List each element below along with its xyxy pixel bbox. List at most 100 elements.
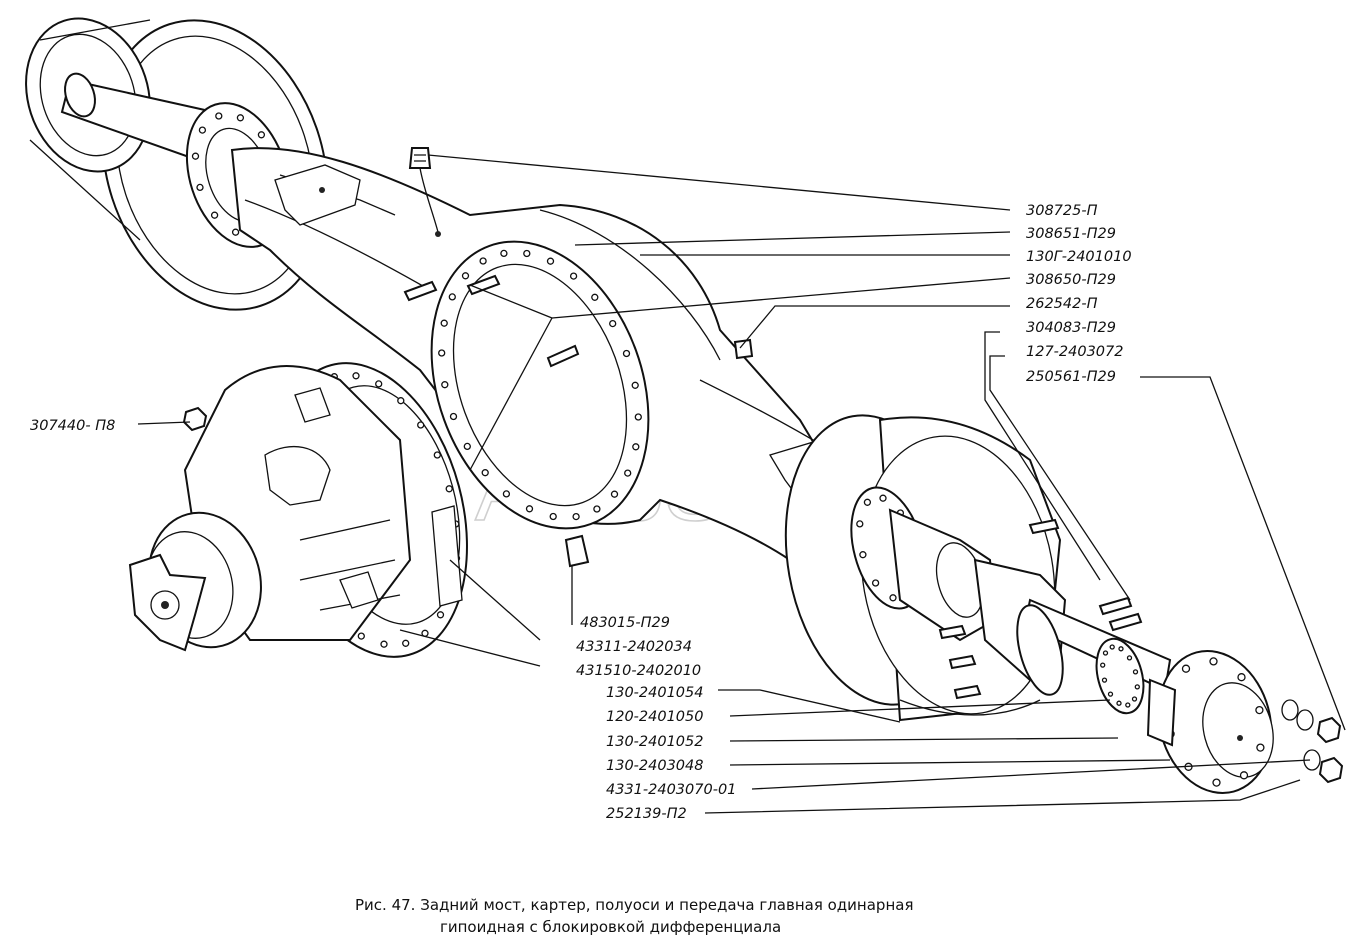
bolt-hole: [196, 183, 204, 192]
bolt-hole: [1181, 664, 1191, 673]
bolt-hole: [257, 131, 266, 139]
bolt-hole: [502, 490, 511, 498]
fill-plug: [564, 534, 590, 568]
bolt-hole: [1239, 771, 1249, 780]
label-4331-2403070-01: 4331-2403070-01: [606, 782, 736, 798]
breather-plug: [408, 147, 441, 237]
bolt-hole: [572, 512, 580, 521]
bolt-hole: [1237, 673, 1246, 682]
bolt-hole: [380, 640, 388, 648]
housing-studs: [403, 274, 580, 368]
bolt-hole: [523, 249, 531, 258]
washers-nuts: [1281, 699, 1344, 784]
bolt-hole: [1212, 778, 1221, 787]
bolt-hole: [1118, 646, 1124, 652]
leader-lines: [137, 154, 1346, 814]
label-308725: 308725-П: [1026, 203, 1098, 219]
bolt-hole: [500, 249, 508, 258]
bolt-hole: [593, 505, 601, 513]
bolt-hole: [397, 397, 405, 405]
figure-caption-line2: гипоидная с блокировкой дифференциала: [440, 918, 781, 936]
bolt-hole: [357, 632, 365, 640]
label-120-2401050: 120-2401050: [606, 709, 704, 725]
label-130-2401054: 130-2401054: [606, 685, 704, 701]
label-130-2401052: 130-2401052: [606, 734, 704, 750]
bolt-hole: [631, 381, 639, 389]
bolt-hole: [1100, 662, 1106, 668]
bolt-hole: [352, 372, 360, 380]
label-308650: 308650-П29: [1026, 272, 1116, 288]
bolt-hole: [863, 498, 872, 506]
bolt-hole: [461, 272, 470, 280]
bolt-hole: [1256, 743, 1265, 752]
bolt-hole: [445, 485, 453, 493]
bolt-hole: [236, 114, 245, 122]
label-127-2403072: 127-2403072: [1026, 344, 1124, 360]
label-431510-2402010: 431510-2402010: [576, 663, 701, 679]
bolt-hole: [856, 520, 864, 528]
bolt-hole: [231, 228, 240, 236]
bolt-hole: [440, 319, 448, 327]
companion-flange: [128, 511, 262, 652]
left-nut: [182, 406, 208, 432]
bolt-hole: [1209, 657, 1218, 666]
label-483015: 483015-П29: [580, 615, 670, 631]
bolt-hole: [1101, 677, 1108, 683]
bolt-hole: [1134, 684, 1140, 690]
bolt-hole: [546, 257, 555, 265]
bolt-hole: [1131, 696, 1138, 702]
bolt-hole: [481, 469, 489, 477]
bolt-hole: [879, 494, 887, 502]
bolt-hole: [634, 413, 642, 421]
bolt-hole: [1126, 655, 1133, 661]
part-labels: 307440- П8 308725-П 308651-П29 130Г-2401…: [30, 203, 1132, 822]
bolt-hole: [438, 349, 446, 357]
bolt-hole: [610, 490, 619, 498]
label-308651: 308651-П29: [1026, 226, 1116, 242]
bolt-hole: [525, 505, 534, 513]
bolt-hole: [449, 412, 458, 421]
label-304083: 304083-П29: [1026, 320, 1116, 336]
bolt-hole: [549, 512, 557, 521]
bolt-hole: [871, 579, 880, 587]
bolt-hole: [448, 293, 456, 301]
bolt-hole: [1125, 702, 1131, 708]
bolt-hole: [441, 381, 449, 389]
bolt-hole: [632, 443, 640, 451]
bolt-hole: [859, 551, 867, 559]
housing-ring: [430, 240, 650, 530]
bolt-hole: [417, 421, 425, 429]
bolt-hole: [198, 126, 207, 134]
bolt-hole: [191, 152, 200, 160]
bolt-hole: [1132, 669, 1139, 675]
bolt-hole: [1102, 650, 1109, 656]
bolt-hole: [609, 319, 617, 328]
bolt-hole: [375, 380, 383, 388]
bolt-hole: [402, 639, 410, 647]
bolt-hole: [1107, 691, 1114, 697]
figure-caption-line1: Рис. 47. Задний мост, картер, полуоси и …: [355, 896, 913, 914]
bolt-hole: [591, 293, 599, 301]
label-130-2403048: 130-2403048: [606, 758, 704, 774]
bolt-hole: [1255, 705, 1264, 715]
bolt-hole: [215, 112, 223, 120]
final-drive-carrier: [183, 362, 468, 658]
drain-plug: [733, 338, 754, 360]
bolt-hole: [622, 349, 631, 358]
label-250561: 250561-П29: [1026, 369, 1116, 385]
bolt-hole: [1116, 700, 1122, 706]
label-262542: 262542-П: [1026, 296, 1098, 312]
bolt-hole: [433, 451, 441, 459]
bolt-hole: [1109, 644, 1115, 650]
bolt-hole: [210, 211, 219, 219]
label-43311-2402034: 43311-2402034: [576, 639, 692, 655]
bolt-hole: [436, 611, 445, 619]
label-307440: 307440- П8: [30, 418, 115, 434]
bolt-hole: [569, 272, 578, 280]
bolt-hole: [479, 257, 487, 265]
wheel-studs: [938, 518, 1143, 700]
label-252139: 252139-П2: [606, 806, 687, 822]
bolt-hole: [889, 594, 897, 602]
